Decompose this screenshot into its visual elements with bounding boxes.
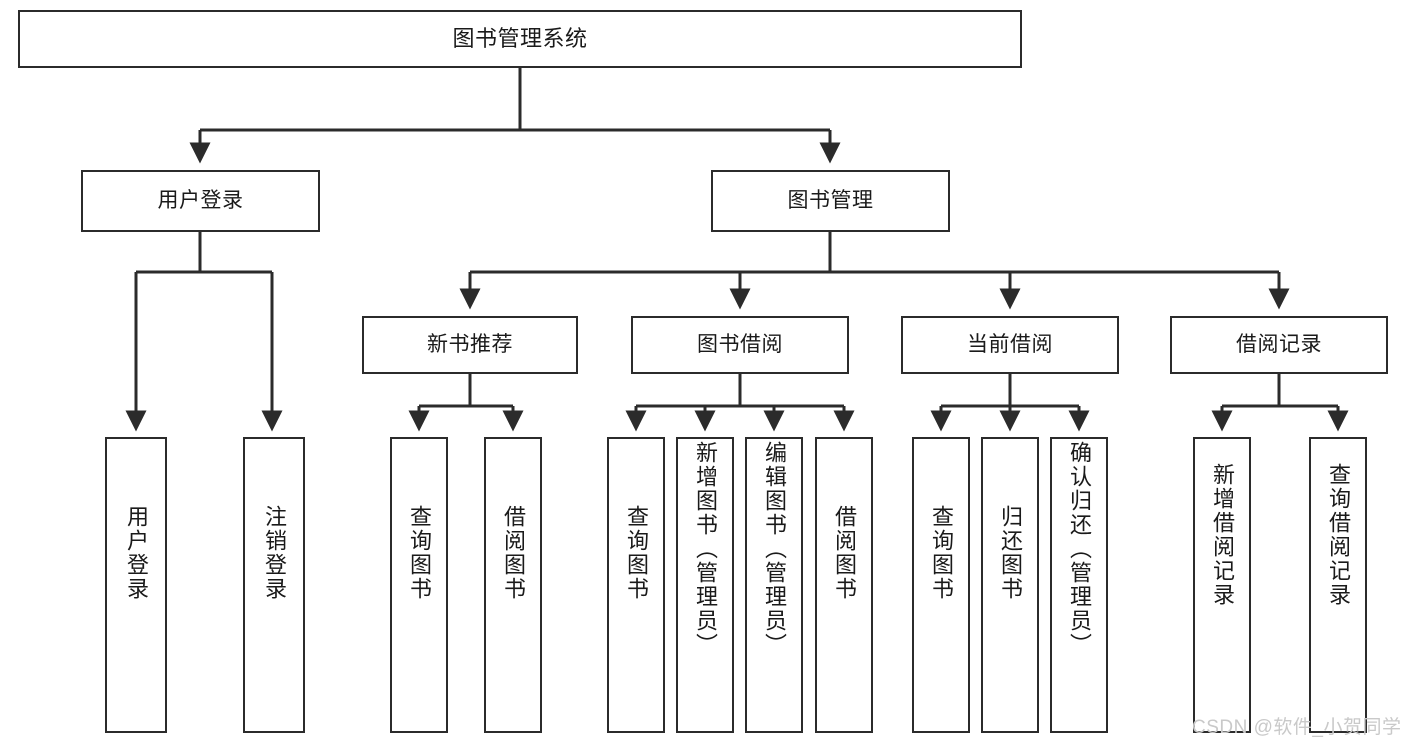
node-label: 查询图书 bbox=[407, 505, 432, 601]
node-label: 借阅图书 bbox=[501, 505, 526, 601]
node-label: 确认归还（管理员） bbox=[1067, 441, 1092, 657]
csdn-watermark: CSDN @软件_小贺同学 bbox=[1192, 717, 1402, 738]
node-label: 编辑图书（管理员） bbox=[762, 441, 787, 657]
node-label: 新书推荐 bbox=[427, 332, 513, 356]
node-leaf-edit-book[interactable]: 编辑图书（管理员） bbox=[745, 437, 803, 733]
node-label: 图书管理系统 bbox=[452, 26, 588, 52]
node-label: 查询借阅记录 bbox=[1326, 463, 1351, 607]
node-book-borrow[interactable]: 图书借阅 bbox=[631, 316, 849, 374]
node-root-system[interactable]: 图书管理系统 bbox=[18, 10, 1022, 68]
node-leaf-user-login[interactable]: 用户登录 bbox=[105, 437, 167, 733]
node-user-login[interactable]: 用户登录 bbox=[81, 170, 320, 232]
node-leaf-query-book-newbook[interactable]: 查询图书 bbox=[390, 437, 448, 733]
node-label: 图书管理 bbox=[787, 188, 874, 212]
node-label: 查询图书 bbox=[624, 505, 649, 601]
node-label: 注销登录 bbox=[262, 505, 287, 601]
node-label: 新增图书（管理员） bbox=[693, 441, 718, 657]
node-label: 借阅记录 bbox=[1236, 332, 1322, 356]
node-label: 图书借阅 bbox=[697, 332, 783, 356]
node-label: 新增借阅记录 bbox=[1210, 463, 1235, 607]
node-label: 用户登录 bbox=[157, 188, 244, 212]
node-label: 借阅图书 bbox=[832, 505, 857, 601]
node-label: 用户登录 bbox=[124, 505, 149, 601]
node-borrow-records[interactable]: 借阅记录 bbox=[1170, 316, 1388, 374]
node-leaf-add-borrow-record[interactable]: 新增借阅记录 bbox=[1193, 437, 1251, 733]
node-leaf-borrow-book-newbook[interactable]: 借阅图书 bbox=[484, 437, 542, 733]
node-label: 当前借阅 bbox=[967, 332, 1053, 356]
node-label: 查询图书 bbox=[929, 505, 954, 601]
node-current-borrow[interactable]: 当前借阅 bbox=[901, 316, 1119, 374]
node-leaf-query-book-current[interactable]: 查询图书 bbox=[912, 437, 970, 733]
node-new-book-recommend[interactable]: 新书推荐 bbox=[362, 316, 578, 374]
node-leaf-borrow-book-borrow[interactable]: 借阅图书 bbox=[815, 437, 873, 733]
node-leaf-logout[interactable]: 注销登录 bbox=[243, 437, 305, 733]
node-leaf-query-borrow-record[interactable]: 查询借阅记录 bbox=[1309, 437, 1367, 733]
node-leaf-query-book-borrow[interactable]: 查询图书 bbox=[607, 437, 665, 733]
node-leaf-return-book[interactable]: 归还图书 bbox=[981, 437, 1039, 733]
node-leaf-add-book[interactable]: 新增图书（管理员） bbox=[676, 437, 734, 733]
node-label: 归还图书 bbox=[998, 505, 1023, 601]
node-book-management[interactable]: 图书管理 bbox=[711, 170, 950, 232]
node-leaf-confirm-return[interactable]: 确认归还（管理员） bbox=[1050, 437, 1108, 733]
